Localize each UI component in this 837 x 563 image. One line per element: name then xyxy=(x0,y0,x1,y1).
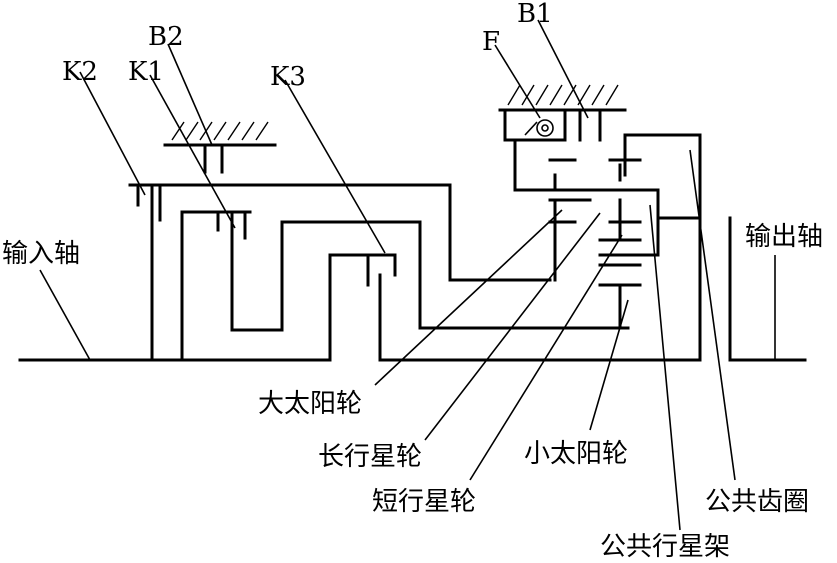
clutch-k2 xyxy=(128,183,552,362)
brake-b1 xyxy=(498,84,627,142)
freewheel-f xyxy=(524,119,554,137)
label-b2: B2 xyxy=(148,22,184,52)
label-b1: B1 xyxy=(517,0,553,29)
label-short-planet-gear: 短行星轮 xyxy=(372,487,476,517)
leader-lines xyxy=(39,19,776,531)
label-f: F xyxy=(482,27,500,57)
label-common-planet-carrier: 公共行星架 xyxy=(600,532,730,562)
label-small-sun-gear: 小太阳轮 xyxy=(524,439,628,469)
planetary-gearset xyxy=(513,133,702,362)
label-output-shaft: 输出轴 xyxy=(745,222,823,252)
label-large-sun-gear: 大太阳轮 xyxy=(258,389,362,419)
label-input-shaft: 输入轴 xyxy=(2,239,80,269)
label-k1: K1 xyxy=(128,57,164,87)
label-k2: K2 xyxy=(62,57,98,87)
brake-b2 xyxy=(163,121,277,174)
label-long-planet-gear: 长行星轮 xyxy=(318,442,422,472)
output-shaft xyxy=(728,216,807,362)
label-common-ring-gear: 公共齿圈 xyxy=(705,487,809,517)
input-shaft xyxy=(18,253,700,362)
clutch-k1 xyxy=(180,210,284,362)
clutch-k3 xyxy=(280,220,630,332)
label-k3: K3 xyxy=(270,62,306,92)
